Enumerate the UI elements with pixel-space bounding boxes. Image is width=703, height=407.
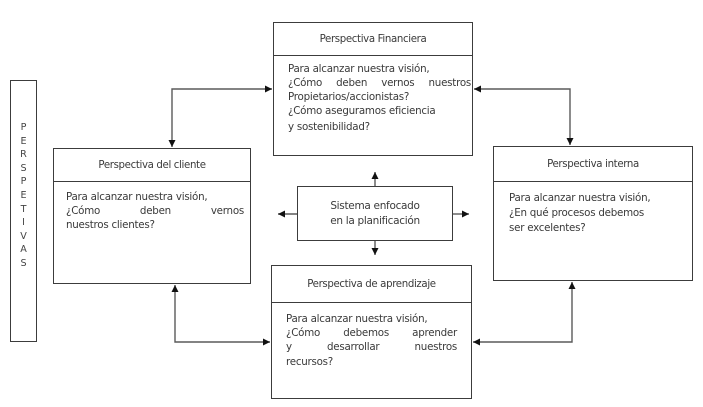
financiera-box: Perspectiva Financiera Para alcanzar nue…: [273, 22, 473, 156]
aprendizaje-title: Perspectiva de aprendizaje: [272, 266, 471, 303]
cliente-line: Para alcanzar nuestra visión,: [66, 191, 208, 203]
perspectivas-letter: I: [22, 217, 25, 229]
interna-title: Perspectiva interna: [494, 147, 692, 182]
cliente-box: Perspectiva del cliente Para alcanzar nu…: [53, 148, 251, 284]
connector-aprendizaje-interna: [473, 282, 576, 346]
cliente-line: nuestros clientes?: [66, 219, 155, 231]
center-line: en la planificación: [330, 214, 420, 227]
perspectivas-letter: R: [20, 149, 27, 161]
perspectivas-letter: A: [20, 244, 27, 256]
center-system-box: Sistema enfocado en la planificación: [297, 186, 453, 241]
interna-line: Para alcanzar nuestra visión,: [509, 192, 651, 204]
financiera-line: ¿Cómo deben vernos nuestros: [288, 77, 471, 89]
cliente-title: Perspectiva del cliente: [54, 149, 250, 182]
aprendizaje-line: recursos?: [286, 356, 334, 368]
interna-line: ser excelentes?: [509, 222, 586, 234]
aprendizaje-body: Para alcanzar nuestra visión, ¿Cómo debe…: [272, 303, 471, 369]
interna-line: ¿En qué procesos debemos: [509, 207, 645, 219]
connector-financiera-interna: [474, 85, 574, 145]
aprendizaje-line: y desarrollar nuestros: [286, 341, 457, 353]
perspectivas-letter: V: [20, 230, 27, 242]
interna-body: Para alcanzar nuestra visión, ¿En qué pr…: [494, 182, 692, 236]
interna-box: Perspectiva interna Para alcanzar nuestr…: [493, 146, 693, 281]
financiera-line: ¿Cómo aseguramos eficiencia: [288, 105, 436, 117]
perspectivas-letter: T: [20, 203, 27, 215]
center-line: Sistema enfocado: [330, 199, 420, 212]
financiera-line: y sostenibilidad?: [288, 121, 370, 133]
financiera-line: Propietarios/accionistas?: [288, 91, 410, 103]
cliente-body: Para alcanzar nuestra visión, ¿Cómo debe…: [54, 182, 250, 232]
connector-cliente-financiera: [168, 85, 272, 147]
financiera-title: Perspectiva Financiera: [274, 23, 472, 56]
perspectivas-letter: P: [20, 176, 27, 188]
perspectivas-letter: P: [20, 122, 27, 133]
perspectivas-letter: E: [20, 189, 27, 201]
perspectivas-letter: S: [20, 162, 27, 174]
connector-aprendizaje-cliente: [171, 285, 270, 346]
financiera-line: Para alcanzar nuestra visión,: [288, 63, 430, 75]
cliente-line: ¿Cómo deben vernos: [66, 205, 244, 217]
aprendizaje-line: ¿Cómo debemos aprender: [286, 327, 457, 339]
perspectivas-letter: E: [20, 135, 27, 147]
financiera-body: Para alcanzar nuestra visión, ¿Cómo debe…: [274, 56, 472, 134]
aprendizaje-box: Perspectiva de aprendizaje Para alcanzar…: [271, 265, 472, 399]
aprendizaje-line: Para alcanzar nuestra visión,: [286, 313, 428, 325]
perspectivas-letter: S: [20, 257, 27, 269]
